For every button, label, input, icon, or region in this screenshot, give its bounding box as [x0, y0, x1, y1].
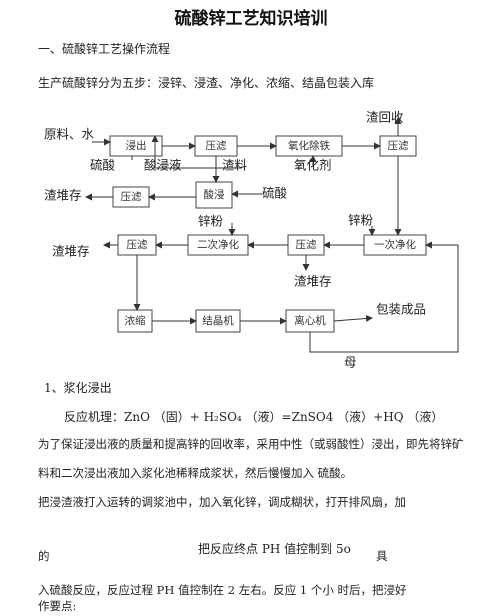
press1-box-label: 压滤: [206, 139, 227, 152]
press3-box-label: 压滤: [121, 190, 142, 203]
sulfuric1-label: 硫酸: [90, 158, 116, 173]
acid-leach-box: [195, 181, 233, 209]
raw-water-label: 原料、水: [44, 127, 95, 142]
sulfuric2-label: 硫酸: [262, 186, 288, 201]
press2-box-label: 压滤: [388, 139, 409, 152]
press5-box-label: 压滤: [127, 238, 148, 251]
concentrate-box-label: 浓缩: [125, 314, 146, 327]
slag-pile1-label: 渣堆存: [44, 188, 82, 203]
oxidation-box-label: 氧化除铁: [288, 139, 330, 152]
acid-leachate-return-line: [151, 135, 242, 169]
para4: 作要点:: [38, 599, 77, 613]
oxidant-label: 氧化剂: [294, 158, 332, 173]
para1-line1: 为了保证浸出液的质量和提高锌的回收率，采用中性（或弱酸性）浸出，即先将锌矿: [38, 437, 464, 451]
fragment-ju: 具: [376, 549, 388, 563]
slag-pile2-label: 渣堆存: [52, 244, 90, 259]
para1-line2: 料和二次浸出液加入浆化池稀释成浆状，然后慢慢加入 硫酸。: [38, 466, 353, 480]
centrifuge-box-label: 离心机: [294, 314, 326, 327]
document-title: 硫酸锌工艺知识培训: [174, 9, 328, 29]
para2: 把浸渣液打入运转的调浆池中，加入氧化锌，调成糊状，打开排风扇，加: [38, 495, 406, 509]
zinc-powder1-label: 锌粉: [198, 214, 224, 229]
intro-text: 生产硫酸锌分为五步：浸锌、浸渣、净化、浓缩、结晶包装入库: [38, 76, 375, 90]
leach-box-label: 浸出: [126, 139, 147, 152]
packaging-label: 包装成品: [376, 302, 426, 317]
zinc-powder2-label: 锌粉: [348, 213, 374, 228]
para3: 入硫酸反应，反应过程 PH 值控制在 2 左右。反应 1 个小 时后，把浸好: [38, 583, 407, 597]
process-flowchart: 浸出 压滤 氧化除铁 压滤 压滤 酸浸 压滤 二次净化 压滤 一次净化 浓缩 结…: [44, 110, 459, 370]
press4-box-label: 压滤: [296, 238, 317, 251]
fragment-ph: 把反应终点 PH 值控制到 5o: [198, 542, 351, 556]
slag-recovery-label: 渣回收: [366, 110, 404, 125]
centrifuge-to-packaging-arrow: [333, 314, 373, 322]
reaction-equation: 反应机理：ZnO （固）+ H₂SO₄ （液）=ZnSO4 （液）+HQ （液）: [64, 410, 444, 424]
residue-label: 渣料: [222, 158, 248, 173]
section-heading: 一、硫酸锌工艺操作流程: [38, 42, 171, 56]
fragment-de: 的: [38, 549, 50, 563]
section1-heading: 1、浆化浸出: [44, 381, 112, 395]
secondary-purification-box-label: 二次净化: [197, 238, 239, 251]
primary-purification-box-label: 一次净化: [374, 238, 416, 251]
slag-pile3-label: 渣堆存: [294, 274, 332, 289]
crystallizer-box-label: 结晶机: [202, 314, 234, 327]
mother-liquor-return-line: [309, 241, 459, 353]
mother-label: 母: [344, 355, 357, 370]
acid-leach-box-label: 酸浸: [204, 188, 225, 201]
acid-leachate-label: 酸浸液: [144, 158, 182, 173]
